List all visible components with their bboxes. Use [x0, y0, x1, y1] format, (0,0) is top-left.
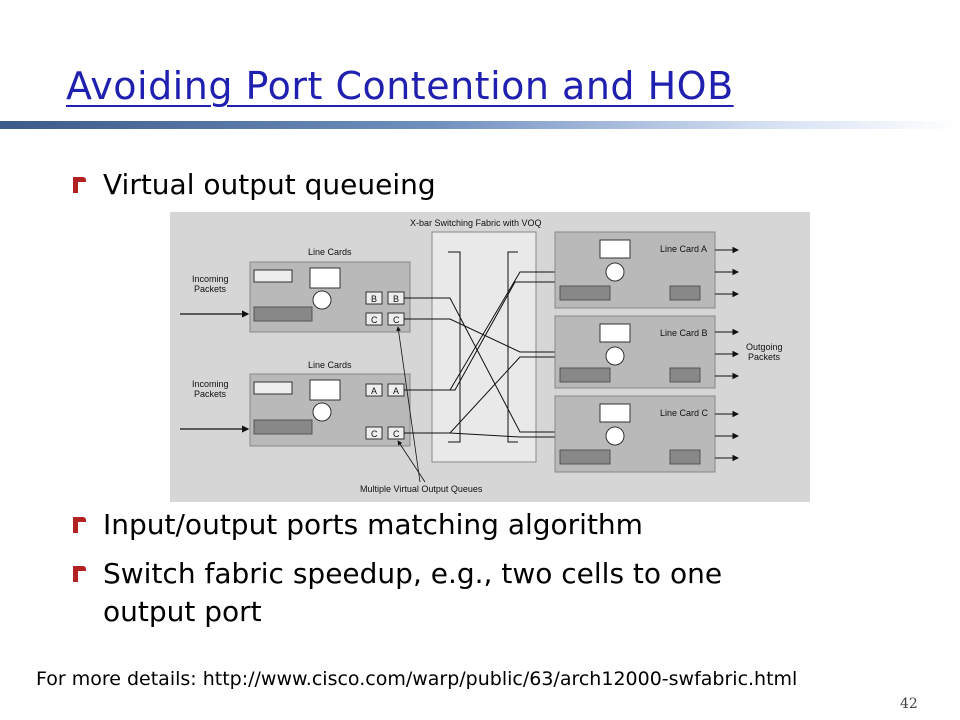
slide-title: Avoiding Port Contention and HOB — [66, 64, 734, 108]
voq-a-2: A — [393, 386, 399, 396]
bullet-icon — [70, 177, 86, 193]
incoming-label-2b: Packets — [194, 389, 227, 399]
crossbar-fabric — [431, 231, 537, 463]
bullet-text: Switch fabric speedup, e.g., two cells t… — [103, 557, 723, 590]
bullet-icon — [70, 566, 86, 582]
incoming-label-1a: Incoming — [192, 274, 229, 284]
voq-b-1: B — [371, 294, 377, 304]
card-c-label: Line Card C — [660, 408, 709, 418]
voq-switch-diagram: X-bar Switching Fabric with VOQ Line Car… — [170, 212, 810, 502]
line-cards-label-top: Line Cards — [308, 247, 352, 257]
voq-a-1: A — [371, 386, 377, 396]
voq-b-2: B — [393, 294, 399, 304]
bullet-text: Input/output ports matching algorithm — [103, 508, 643, 541]
outgoing-label-a: Outgoing — [746, 342, 783, 352]
footer-link[interactable]: For more details: http://www.cisco.com/w… — [36, 668, 798, 690]
input-port-bar — [253, 306, 313, 322]
card-a-label: Line Card A — [660, 244, 707, 254]
card-b-label: Line Card B — [660, 328, 708, 338]
voq-c-1: C — [371, 315, 378, 325]
fabric-label: X-bar Switching Fabric with VOQ — [410, 218, 542, 228]
incoming-label-2a: Incoming — [192, 379, 229, 389]
outgoing-label-b: Packets — [748, 352, 781, 362]
voq-c-4: C — [393, 429, 400, 439]
bullet-text: Virtual output queueing — [103, 168, 436, 201]
voq-c-3: C — [371, 429, 378, 439]
line-cards-label-bottom: Line Cards — [308, 360, 352, 370]
input-buffer — [253, 269, 293, 283]
voq-label: Multiple Virtual Output Queues — [360, 484, 483, 494]
bullet-text: output port — [103, 595, 262, 628]
title-rule — [0, 121, 960, 129]
incoming-label-1b: Packets — [194, 284, 227, 294]
bullet-icon — [70, 517, 86, 533]
page-number: 42 — [900, 696, 918, 712]
switch-icon — [309, 267, 341, 289]
voq-c-2: C — [393, 315, 400, 325]
router-icon — [312, 290, 332, 310]
